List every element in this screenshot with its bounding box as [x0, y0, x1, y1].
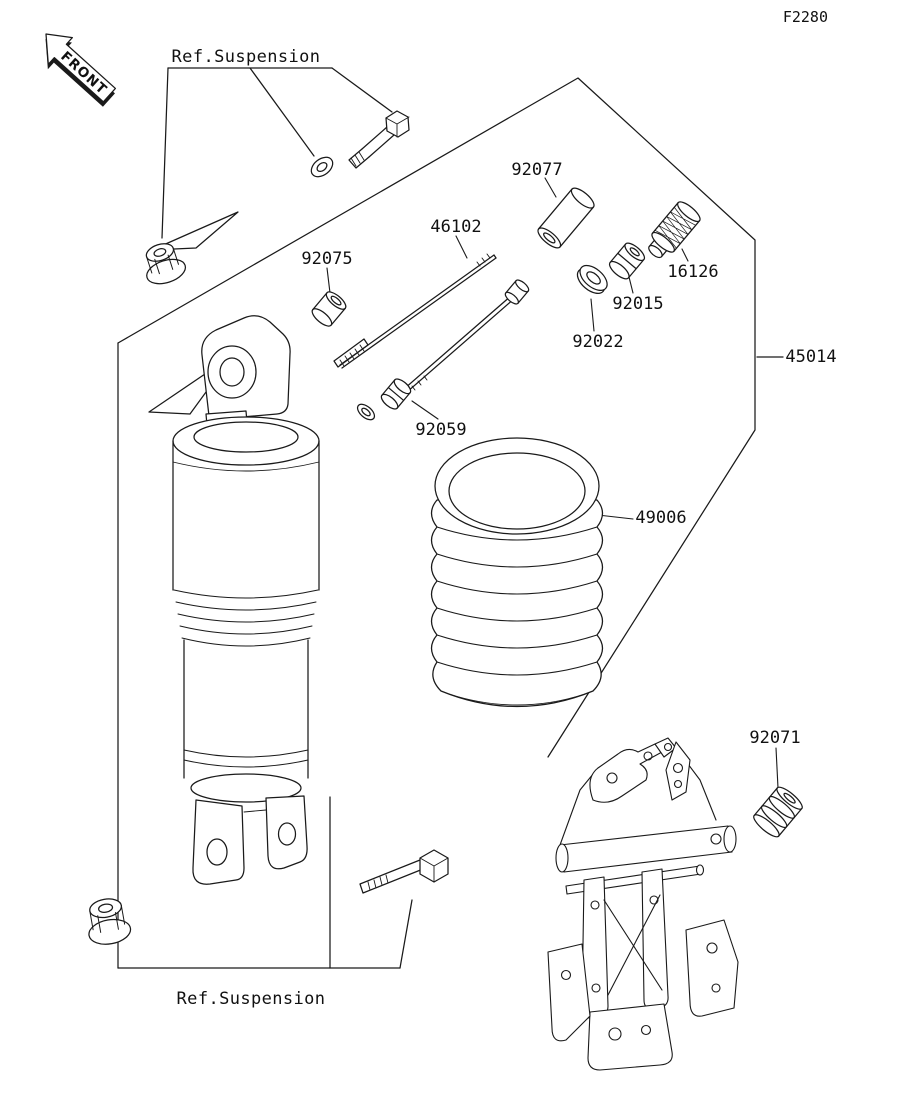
damper-92071-drawing: [753, 786, 803, 838]
front-indicator: FRONT: [45, 33, 117, 107]
part-label-92077: 92077: [511, 160, 562, 180]
front-arrow-icon: [45, 33, 117, 103]
sleeve-92077-drawing: [537, 187, 595, 249]
nut-92015-drawing: [608, 242, 646, 280]
ref-suspension-top-leaders: [161, 67, 393, 239]
ref-nut-bottom-drawing: [88, 898, 132, 945]
bushing-92075-drawing: [311, 291, 347, 327]
frame-assembly-drawing: [547, 737, 739, 1071]
adjuster-16126-drawing: [648, 201, 701, 259]
washer-92022-drawing: [576, 264, 608, 295]
ref-nut-top-drawing: [145, 243, 187, 285]
part-label-92059: 92059: [415, 420, 466, 440]
part-label-92075: 92075: [301, 249, 352, 269]
front-label: FRONT: [57, 48, 110, 98]
ref-bolt-top-drawing: [348, 110, 410, 169]
assembly-outline: [117, 77, 784, 969]
shock-absorber-drawing: [172, 315, 320, 885]
part-label-49006: 49006: [635, 508, 686, 528]
rod-46102-drawing: [333, 253, 497, 369]
ref-washer-drawing: [310, 156, 334, 178]
part-label-92015: 92015: [612, 294, 663, 314]
figure-code: F2280: [783, 8, 828, 26]
bellows-49006-drawing: [430, 437, 604, 708]
part-label-92071: 92071: [749, 728, 800, 748]
ref-suspension-bottom-label: Ref.Suspension: [177, 989, 326, 1009]
part-label-16126: 16126: [667, 262, 718, 282]
part-label-45014: 45014: [785, 347, 836, 367]
part-label-92022: 92022: [572, 332, 623, 352]
part-label-46102: 46102: [430, 217, 481, 237]
ref-suspension-top-label: Ref.Suspension: [172, 47, 321, 67]
ref-bolt-bottom-drawing: [359, 849, 449, 894]
ref-suspension-bottom-leaders: [117, 796, 413, 969]
part-leader-lines: [326, 177, 779, 789]
rod-92059-drawing: [356, 279, 530, 421]
